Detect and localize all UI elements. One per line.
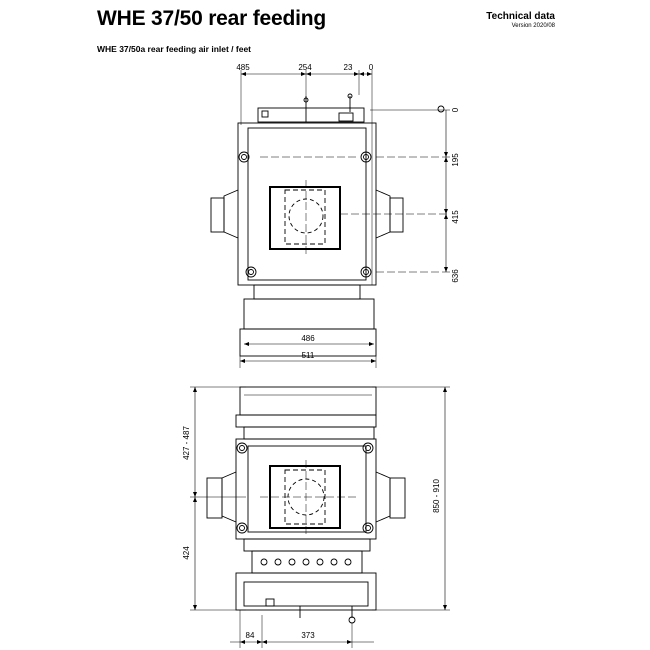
dim-bottom-373: 373 [301,631,315,640]
dim-top-0: 0 [369,63,374,72]
top-view [210,70,450,368]
dim-top-23: 23 [344,63,353,72]
dim-bottom-486: 486 [301,334,315,343]
dim-bottom-511: 511 [302,351,315,360]
dim-right-636: 636 [451,269,460,283]
dim-top-485: 485 [236,63,250,72]
dim-top-254: 254 [298,63,312,72]
section-label: Technical data [486,11,555,22]
version-label: Version 2020/08 [511,23,555,29]
page-title: WHE 37/50 rear feeding [97,7,327,30]
dim-left-427-487: 427 - 487 [182,426,191,460]
dim-right-0: 0 [451,107,460,112]
dim-left-424: 424 [182,546,191,560]
dim-bottom-84: 84 [246,631,255,640]
dim-right-195: 195 [451,153,460,167]
front-view [190,386,450,648]
dim-right-850-910: 850 - 910 [432,479,441,513]
dim-right-415: 415 [451,210,460,224]
drawing-subtitle: WHE 37/50a rear feeding air inlet / feet [97,44,252,54]
